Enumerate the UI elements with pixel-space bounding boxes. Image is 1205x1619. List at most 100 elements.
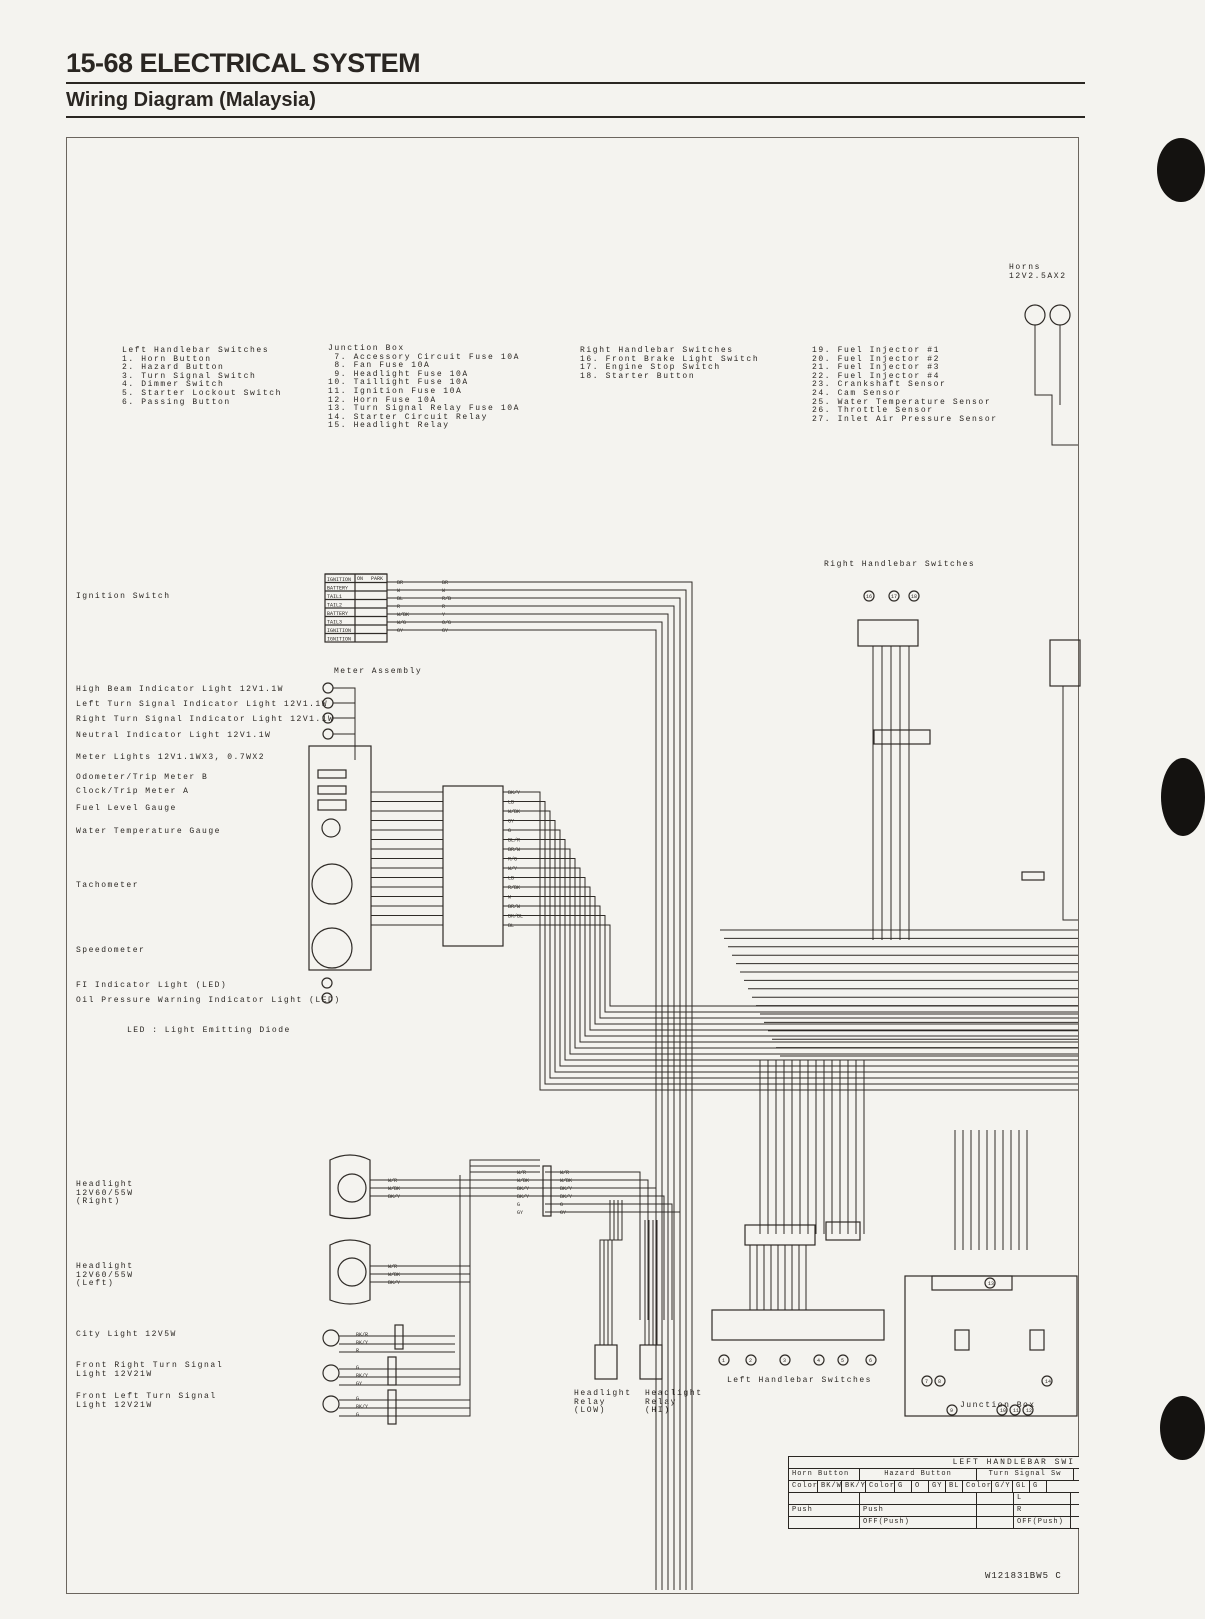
left-switch-number-text: 5 <box>841 1358 844 1364</box>
junction-number <box>996 1404 1008 1416</box>
turn-left-wire-label: G <box>356 1412 359 1418</box>
meter-wire-label: GY <box>508 819 514 825</box>
meter-wire-label: BL <box>508 923 514 929</box>
ignition-wire-label: GY <box>442 628 448 634</box>
headlight-right-label: Headlight 12V60/55W (Right) <box>76 1180 134 1207</box>
table-off-row: OFF(Push)OFF(Push) <box>789 1517 1079 1528</box>
ignition-row-label: TAIL3 <box>327 620 342 626</box>
left-handlebar-switch-table: LEFT HANDLEBAR SWI Horn Button Hazard Bu… <box>788 1456 1079 1529</box>
left-handlebar-connector-b <box>825 1221 861 1241</box>
wire <box>1034 325 1078 446</box>
wire <box>333 702 356 760</box>
page-title: 15-68 ELECTRICAL SYSTEM <box>66 48 421 78</box>
switch-number-text: 18 <box>911 594 917 600</box>
switch-number-17 <box>888 590 900 602</box>
wire <box>503 915 1078 1013</box>
switch-number-text: 16 <box>866 594 872 600</box>
meter-wire-label: W <box>508 895 511 901</box>
horn-1 <box>1024 304 1046 326</box>
meter-wire-label: R/G <box>508 857 517 863</box>
meter-wire-label: BR/W <box>508 904 520 910</box>
junction-number-text: 9 <box>950 1408 953 1414</box>
horns-label: Horns 12V2.5AX2 <box>1009 263 1067 281</box>
speedometer-label: Speedometer <box>76 946 146 955</box>
ignition-wire-label: W <box>442 588 445 594</box>
high-beam-label: High Beam Indicator Light 12V1.1W <box>76 685 284 694</box>
front-right-turn-label: Front Right Turn Signal Light 12V21W <box>76 1361 224 1379</box>
meter-wire-label: LB <box>508 800 514 806</box>
left-switch-number <box>837 1354 849 1366</box>
ignition-wire-label: BL <box>397 596 403 602</box>
wire <box>370 1159 540 1267</box>
horn-2 <box>1049 304 1071 326</box>
left-switch-number <box>865 1354 877 1366</box>
headlight-left-wire-label: W/R <box>388 1264 397 1270</box>
ignition-switch-label: Ignition Switch <box>76 592 171 601</box>
turn-connector-right <box>387 1356 397 1386</box>
junction-number <box>946 1404 958 1416</box>
headlight-left-housing <box>329 1239 371 1305</box>
fuse-element <box>1021 871 1045 881</box>
wire <box>503 791 1078 1091</box>
meter-wire-label: G <box>508 828 511 834</box>
header-rule <box>66 82 1085 84</box>
document-code: W121831BW5 C <box>985 1571 1062 1581</box>
headlight-wire-label: W/R <box>517 1170 526 1176</box>
left-switch-number-text: 2 <box>749 1358 752 1364</box>
junction-box-label: Junction Box <box>960 1401 1036 1410</box>
neutral-ind-label: Neutral Indicator Light 12V1.1W <box>76 731 272 740</box>
wire <box>458 621 663 1590</box>
odometer-label: Odometer/Trip Meter B <box>76 773 209 782</box>
wire <box>333 717 356 760</box>
meter-wire-label: W/Y <box>508 866 517 872</box>
indicator-bulb <box>322 728 334 740</box>
ignition-wire-label: BR <box>442 580 448 586</box>
odometer-display <box>317 769 347 779</box>
turn-right-wire-label: GY <box>356 1381 362 1387</box>
wire <box>503 905 1078 1019</box>
ignition-head-label: PARK <box>371 576 383 582</box>
city-light-bulb <box>322 1329 340 1347</box>
clock-label: Clock/Trip Meter A <box>76 787 190 796</box>
meter-wire-label: W/BK <box>508 809 520 815</box>
junction-box <box>904 1275 1078 1417</box>
legend-junction-box: Junction Box 7. Accessory Circuit Fuse 1… <box>328 344 521 431</box>
wire <box>545 1187 657 1320</box>
left-switch-number <box>718 1354 730 1366</box>
wire <box>503 848 1078 1055</box>
switch-number-text: 17 <box>891 594 897 600</box>
legend-left-handlebar: Left Handlebar Switches 1. Horn Button 2… <box>122 346 283 407</box>
headlight-wire-label: BK/Y <box>560 1186 572 1192</box>
wire <box>611 1200 623 1345</box>
headlight-wire-label: BK/Y <box>560 1194 572 1200</box>
headlight-left-wire-label: W/BK <box>388 1272 400 1278</box>
fi-ind-label: FI Indicator Light (LED) <box>76 981 228 990</box>
turn-right-wire-label: G <box>356 1365 359 1371</box>
indicator-bulb <box>322 697 334 709</box>
city-light-label: City Light 12V5W <box>76 1330 177 1339</box>
speedometer-gauge <box>311 927 353 969</box>
table-row-2: L <box>789 1493 1079 1505</box>
wire <box>458 589 687 1590</box>
junction-relay-1 <box>954 1329 970 1351</box>
headlight-wire-label: W/BK <box>517 1178 529 1184</box>
wire <box>545 1195 665 1320</box>
left-handlebar-switch-box <box>711 1309 885 1341</box>
left-turn-ind-label: Left Turn Signal Indicator Light 12V1.1W <box>76 700 329 709</box>
city-wire-label: BK/R <box>356 1332 368 1338</box>
headlight-left-label: Headlight 12V60/55W (Left) <box>76 1262 134 1289</box>
junction-number <box>1041 1375 1053 1387</box>
water-temp-label: Water Temperature Gauge <box>76 827 221 836</box>
meter-assembly-box <box>308 745 372 971</box>
relay-low-label: Headlight Relay (LOW) <box>574 1389 632 1416</box>
wire <box>458 605 675 1590</box>
meter-wire-label: R/BK <box>508 885 520 891</box>
turn-right-wire-label: BK/Y <box>356 1373 368 1379</box>
wire <box>503 820 1078 1073</box>
ignition-wire-label: W/G <box>397 620 406 626</box>
headlight-wire-label: W/R <box>388 1178 397 1184</box>
right-turn-ind-label: Right Turn Signal Indicator Light 12V1.1… <box>76 715 335 724</box>
water-temp-gauge <box>321 818 341 838</box>
legend-right-handlebar: Right Handlebar Switches 16. Front Brake… <box>580 346 760 381</box>
